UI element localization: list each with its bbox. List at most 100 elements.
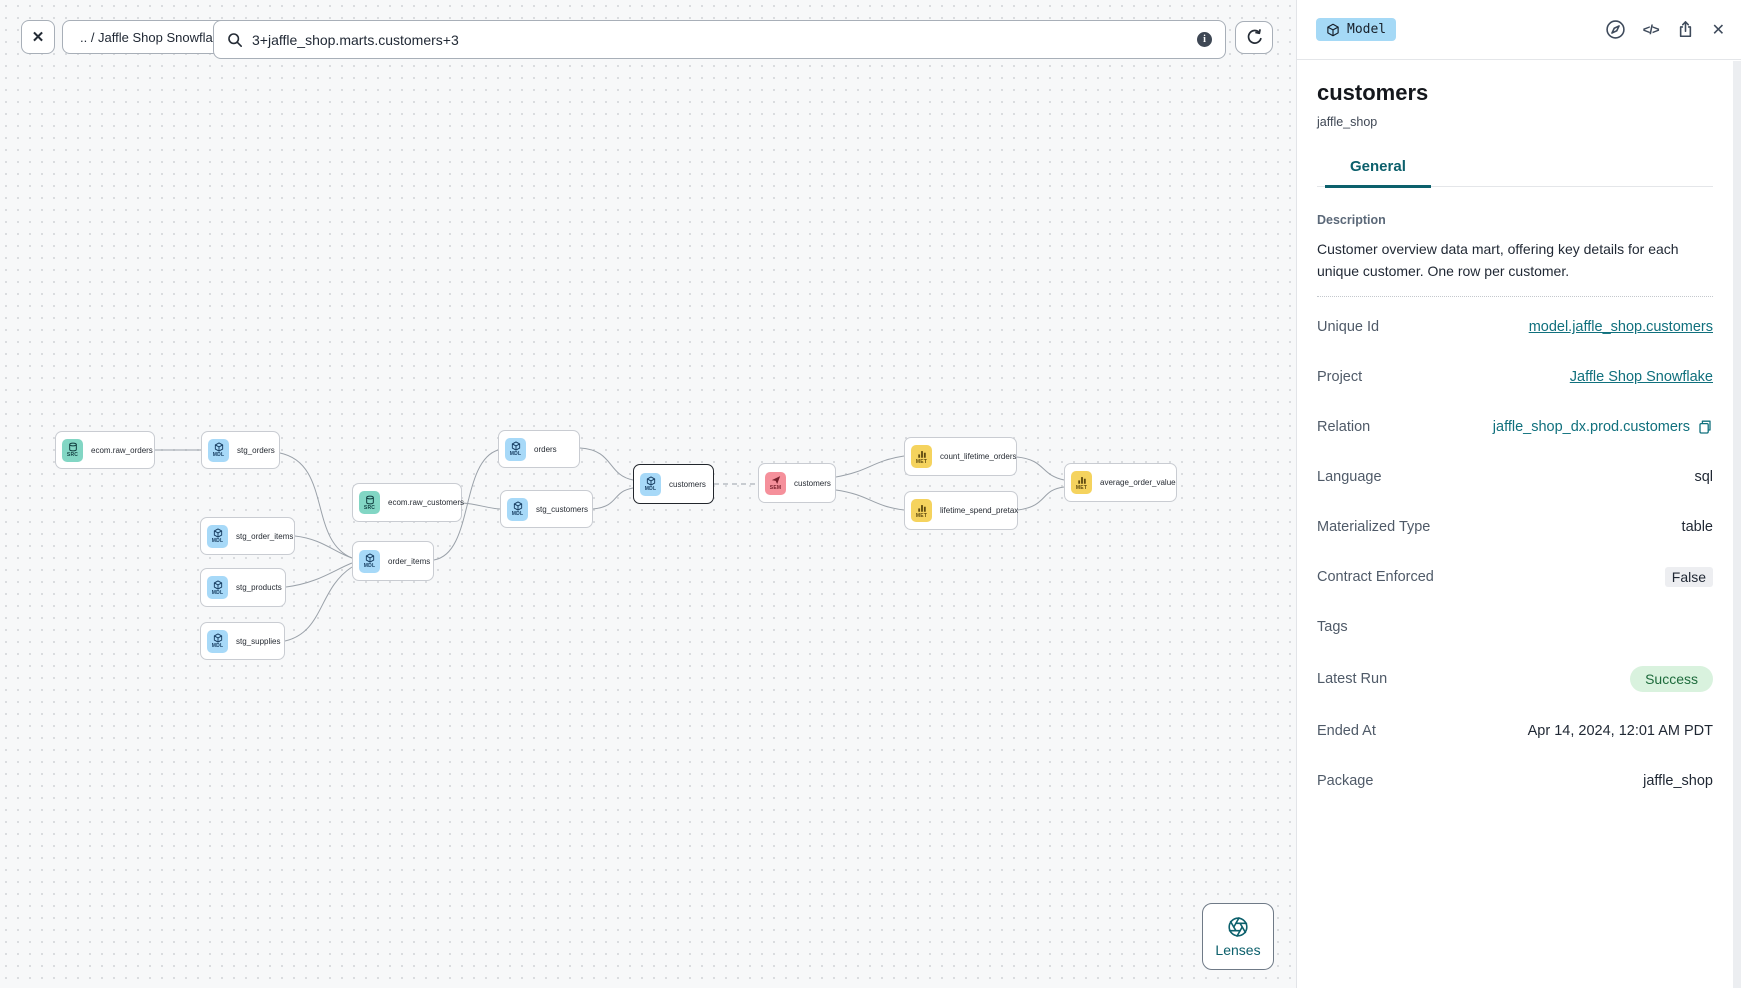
edge-count_lifetime_orders-to-average_order_value	[1016, 456, 1065, 481]
aperture-icon	[1227, 916, 1249, 938]
close-icon: ✕	[31, 29, 45, 46]
latest-run-status-badge: Success	[1630, 666, 1713, 693]
node-label: ecom.raw_customers	[388, 498, 465, 507]
node-label: average_order_value	[1100, 478, 1176, 487]
field-row-contract-enforced: Contract Enforced False	[1317, 559, 1713, 595]
src-icon: SRC	[62, 438, 83, 462]
refresh-icon	[1245, 28, 1264, 47]
panel-scrollbar[interactable]	[1733, 61, 1741, 988]
refresh-button[interactable]	[1235, 21, 1273, 54]
unique-id-link[interactable]: model.jaffle_shop.customers	[1528, 319, 1713, 336]
node-label: stg_supplies	[236, 636, 281, 646]
field-value: jaffle_shop	[1643, 773, 1713, 790]
graph-node-stg_customers[interactable]: MDL stg_customers	[500, 490, 593, 528]
node-label: customers	[794, 478, 831, 488]
view-code-icon[interactable]: </>	[1642, 22, 1660, 37]
details-panel: Model </> ✕ customers jaffle_shop Genera…	[1296, 0, 1741, 988]
edge-stg_products-to-order_items	[285, 562, 353, 588]
graph-node-orders[interactable]: MDL orders	[498, 430, 580, 468]
node-label: customers	[669, 479, 706, 489]
explore-compass-icon[interactable]	[1605, 19, 1626, 40]
search-input[interactable]	[252, 31, 1188, 48]
node-label: stg_products	[236, 583, 282, 592]
graph-node-customers[interactable]: MDL customers	[633, 464, 714, 504]
description-label: Description	[1317, 213, 1386, 227]
graph-node-stg_products[interactable]: MDL stg_products	[200, 568, 286, 607]
panel-subtitle: jaffle_shop	[1317, 115, 1378, 129]
tab-general[interactable]: General	[1325, 158, 1431, 188]
resource-type-badge: Model	[1316, 18, 1397, 41]
field-row-latest-run: Latest Run Success	[1317, 659, 1713, 699]
field-value: Jaffle Shop Snowflake	[1570, 369, 1713, 385]
field-row-project: Project Jaffle Shop Snowflake	[1317, 359, 1713, 395]
resource-type-label: Model	[1347, 22, 1387, 37]
field-value: Apr 14, 2024, 12:01 AM PDT	[1527, 723, 1713, 740]
close-lineage-button[interactable]: ✕	[21, 20, 55, 54]
edge-orders-to-customers	[579, 447, 634, 481]
copy-icon[interactable]	[1697, 419, 1713, 435]
field-value: table	[1681, 519, 1713, 536]
mdl-icon: MDL	[359, 549, 380, 573]
edge-stg_customers-to-customers	[592, 487, 634, 510]
cube-icon	[1326, 23, 1340, 37]
field-label: Contract Enforced	[1317, 569, 1434, 586]
mdl-icon: MDL	[207, 576, 228, 599]
mdl-icon: MDL	[208, 438, 229, 462]
field-label: Ended At	[1317, 723, 1376, 740]
field-value: Success	[1630, 666, 1713, 693]
contract-enforced-chip: False	[1664, 567, 1713, 588]
lenses-button[interactable]: Lenses	[1202, 903, 1274, 970]
graph-node-customers_sem[interactable]: SEM customers	[758, 463, 836, 503]
node-label: lifetime_spend_pretax	[940, 506, 1019, 515]
field-label: Package	[1317, 773, 1374, 790]
edge-customers_sem-to-count_lifetime_orders	[835, 455, 905, 478]
mdl-icon: MDL	[505, 437, 526, 461]
edge-customers_sem-to-lifetime_spend_pretax	[835, 489, 905, 511]
project-link[interactable]: Jaffle Shop Snowflake	[1569, 369, 1713, 386]
breadcrumb-label: .. / Jaffle Shop Snowflake	[80, 29, 227, 45]
mdl-icon: MDL	[207, 629, 228, 653]
met-icon: MET	[1071, 471, 1092, 494]
src-icon: SRC	[359, 491, 380, 514]
description-text: Customer overview data mart, offering ke…	[1317, 241, 1679, 279]
details-panel-header: Model </> ✕	[1297, 0, 1741, 60]
graph-node-stg_supplies[interactable]: MDL stg_supplies	[200, 622, 285, 660]
field-value: jaffle_shop_dx.prod.customers	[1493, 419, 1713, 435]
field-label: Relation	[1317, 419, 1371, 436]
panel-tabs: General	[1317, 158, 1713, 188]
sem-icon: SEM	[765, 471, 786, 495]
mdl-icon: MDL	[640, 472, 661, 496]
mdl-icon: MDL	[507, 497, 528, 521]
dotted-divider	[1317, 296, 1713, 298]
panel-title: customers	[1317, 80, 1429, 105]
graph-node-average_order_value[interactable]: MET average_order_value	[1064, 463, 1177, 502]
close-panel-icon[interactable]: ✕	[1711, 21, 1725, 39]
node-label: orders	[534, 444, 557, 454]
field-row-package: Package jaffle_shop	[1317, 763, 1713, 799]
field-value: False	[1664, 567, 1713, 588]
field-label: Project	[1317, 369, 1363, 386]
search-icon	[227, 32, 243, 48]
field-row-ended-at: Ended At Apr 14, 2024, 12:01 AM PDT	[1317, 713, 1713, 749]
share-icon[interactable]	[1676, 20, 1695, 39]
edge-ecom.raw_customers-to-stg_customers	[461, 502, 501, 510]
node-label: stg_order_items	[236, 531, 294, 541]
info-icon[interactable]: i	[1197, 32, 1212, 47]
edge-stg_supplies-to-order_items	[284, 566, 353, 642]
lineage-search-bar[interactable]: i	[213, 20, 1226, 59]
field-row-relation: Relation jaffle_shop_dx.prod.customers	[1317, 409, 1713, 445]
node-label: stg_customers	[536, 504, 589, 514]
lenses-label: Lenses	[1215, 941, 1261, 958]
field-label: Latest Run	[1317, 671, 1388, 688]
graph-node-ecom.raw_customers[interactable]: SRC ecom.raw_customers	[352, 483, 465, 522]
field-label: Language	[1317, 469, 1382, 486]
